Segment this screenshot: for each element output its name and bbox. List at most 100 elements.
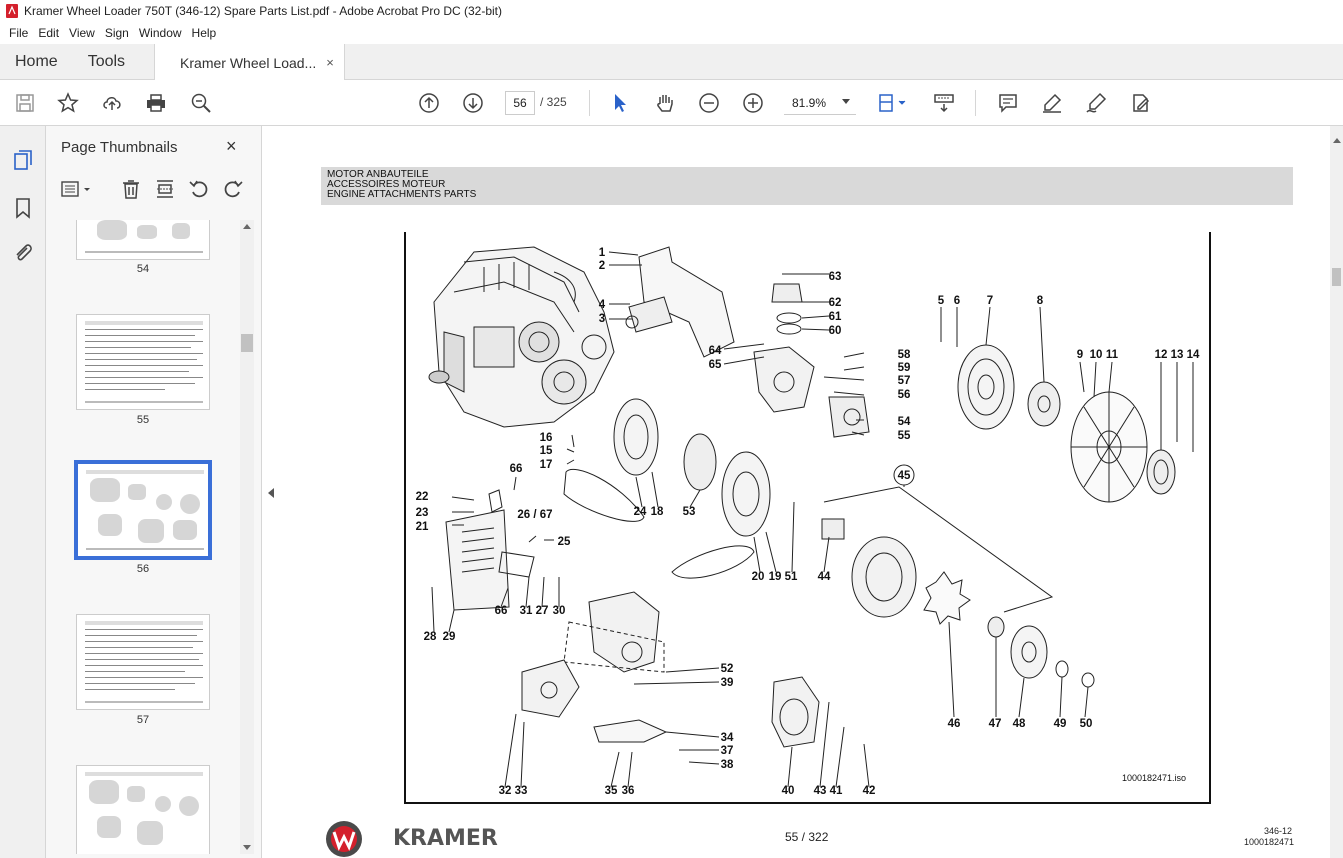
sign-pen-icon[interactable] <box>1084 91 1108 115</box>
callout-21: 21 <box>416 521 429 533</box>
chevron-down-icon <box>842 99 850 104</box>
callout-17: 17 <box>540 459 553 471</box>
collapse-panel-icon[interactable] <box>268 488 274 498</box>
callout-11: 11 <box>1106 349 1119 361</box>
hand-tool-icon[interactable] <box>653 91 677 115</box>
callout-65: 65 <box>709 359 722 371</box>
callout-66b: 66 <box>495 605 508 617</box>
header-line-fr: ACCESSOIRES MOTEUR <box>327 179 446 190</box>
callout-33: 33 <box>515 785 528 797</box>
scrollbar-thumb[interactable] <box>241 334 253 352</box>
edit-document-icon[interactable] <box>1128 91 1152 115</box>
callout-47: 47 <box>989 718 1002 730</box>
callout-41: 41 <box>830 785 843 797</box>
brand-name: KRAMER <box>393 826 498 851</box>
callout-60: 60 <box>829 325 842 337</box>
callout-34: 34 <box>721 732 734 744</box>
menu-file[interactable]: File <box>9 26 29 40</box>
callout-8: 8 <box>1037 295 1044 307</box>
scrollbar-thumb[interactable] <box>1332 268 1341 286</box>
thumbnail-options-icon[interactable] <box>60 178 94 200</box>
next-page-icon[interactable] <box>461 91 485 115</box>
print-icon[interactable] <box>144 91 168 115</box>
scroll-up-icon[interactable] <box>1333 138 1341 143</box>
comment-icon[interactable] <box>996 91 1020 115</box>
callout-19: 19 <box>769 571 782 583</box>
delete-trash-icon[interactable] <box>120 178 142 200</box>
extract-pages-icon[interactable] <box>154 178 176 200</box>
callout-53: 53 <box>683 506 696 518</box>
callout-66: 66 <box>510 463 523 475</box>
callout-26-67: 26 / 67 <box>517 509 552 521</box>
tab-home[interactable]: Home <box>15 52 58 70</box>
callout-56: 56 <box>898 389 911 401</box>
menu-bar: File Edit View Sign Window Help <box>0 22 1343 44</box>
fit-page-icon[interactable] <box>876 91 910 115</box>
title-bar: Kramer Wheel Loader 750T (346-12) Spare … <box>0 0 1343 22</box>
callout-22: 22 <box>416 491 429 503</box>
callout-43: 43 <box>814 785 827 797</box>
page-number-input[interactable]: 56 <box>505 91 535 115</box>
zoom-out-icon[interactable] <box>697 91 721 115</box>
attachments-paperclip-icon[interactable] <box>11 241 35 265</box>
menu-edit[interactable]: Edit <box>38 26 60 40</box>
model-code: 346-12 <box>1264 826 1293 836</box>
callout-36: 36 <box>622 785 635 797</box>
scroll-up-icon[interactable] <box>243 224 251 229</box>
callout-6: 6 <box>954 295 960 307</box>
callout-51: 51 <box>785 571 798 583</box>
callout-55: 55 <box>898 430 911 442</box>
document-number: 1000182471 <box>1244 837 1295 847</box>
callout-39: 39 <box>721 677 734 689</box>
page-thumbnails-panel: Page Thumbnails × 54 <box>46 126 262 858</box>
keyboard-scroll-icon[interactable] <box>932 91 956 115</box>
callout-38: 38 <box>721 759 734 771</box>
save-icon[interactable] <box>13 91 37 115</box>
page-thumbnail-label: 57 <box>136 714 150 726</box>
upload-cloud-icon[interactable] <box>100 91 124 115</box>
zoom-in-icon[interactable] <box>741 91 765 115</box>
page-thumbnail[interactable] <box>76 614 210 710</box>
rotate-counterclockwise-icon[interactable] <box>188 178 210 200</box>
bookmark-star-icon[interactable] <box>56 91 80 115</box>
acrobat-icon <box>6 4 18 18</box>
callout-25: 25 <box>558 536 571 548</box>
callout-1: 1 <box>599 247 606 259</box>
menu-view[interactable]: View <box>69 26 95 40</box>
close-icon[interactable]: × <box>226 136 237 156</box>
page-thumbnail[interactable] <box>76 220 210 260</box>
document-page-indicator: 55 / 322 <box>785 830 829 844</box>
drawing-reference: 1000182471.iso <box>1122 773 1187 783</box>
page-section-header: MOTOR ANBAUTEILE ACCESSOIRES MOTEUR ENGI… <box>321 167 1293 205</box>
tab-tools[interactable]: Tools <box>87 52 126 70</box>
callout-7: 7 <box>987 295 993 307</box>
select-cursor-icon[interactable] <box>608 91 632 115</box>
menu-window[interactable]: Window <box>138 26 182 40</box>
diagram-frame <box>404 232 1211 804</box>
document-scrollbar[interactable] <box>1330 126 1343 858</box>
callout-29: 29 <box>443 631 456 643</box>
menu-sign[interactable]: Sign <box>104 26 129 40</box>
callout-20: 20 <box>752 571 765 583</box>
callout-40: 40 <box>782 785 795 797</box>
callout-52: 52 <box>721 663 734 675</box>
callout-57: 57 <box>898 375 911 387</box>
page-thumbnails-icon[interactable] <box>11 148 35 172</box>
menu-help[interactable]: Help <box>191 26 217 40</box>
previous-page-icon[interactable] <box>417 91 441 115</box>
page-thumbnail[interactable] <box>76 765 210 854</box>
page-thumbnail-selected[interactable] <box>74 460 212 560</box>
highlight-pen-icon[interactable] <box>1040 91 1064 115</box>
page-thumbnail[interactable] <box>76 314 210 410</box>
zoom-level-select[interactable]: 81.9% <box>784 91 856 115</box>
navigation-rail <box>0 126 46 858</box>
bookmarks-icon[interactable] <box>11 196 35 220</box>
tab-document-label: Kramer Wheel Load... <box>180 54 317 71</box>
tab-document[interactable]: Kramer Wheel Load... × <box>154 44 345 81</box>
zoom-search-icon[interactable] <box>189 91 213 115</box>
scroll-down-icon[interactable] <box>243 845 251 850</box>
thumbnail-scrollbar[interactable] <box>240 220 254 854</box>
rotate-clockwise-icon[interactable] <box>222 178 244 200</box>
tab-close-icon[interactable]: × <box>326 55 334 70</box>
callout-2: 2 <box>599 260 605 272</box>
